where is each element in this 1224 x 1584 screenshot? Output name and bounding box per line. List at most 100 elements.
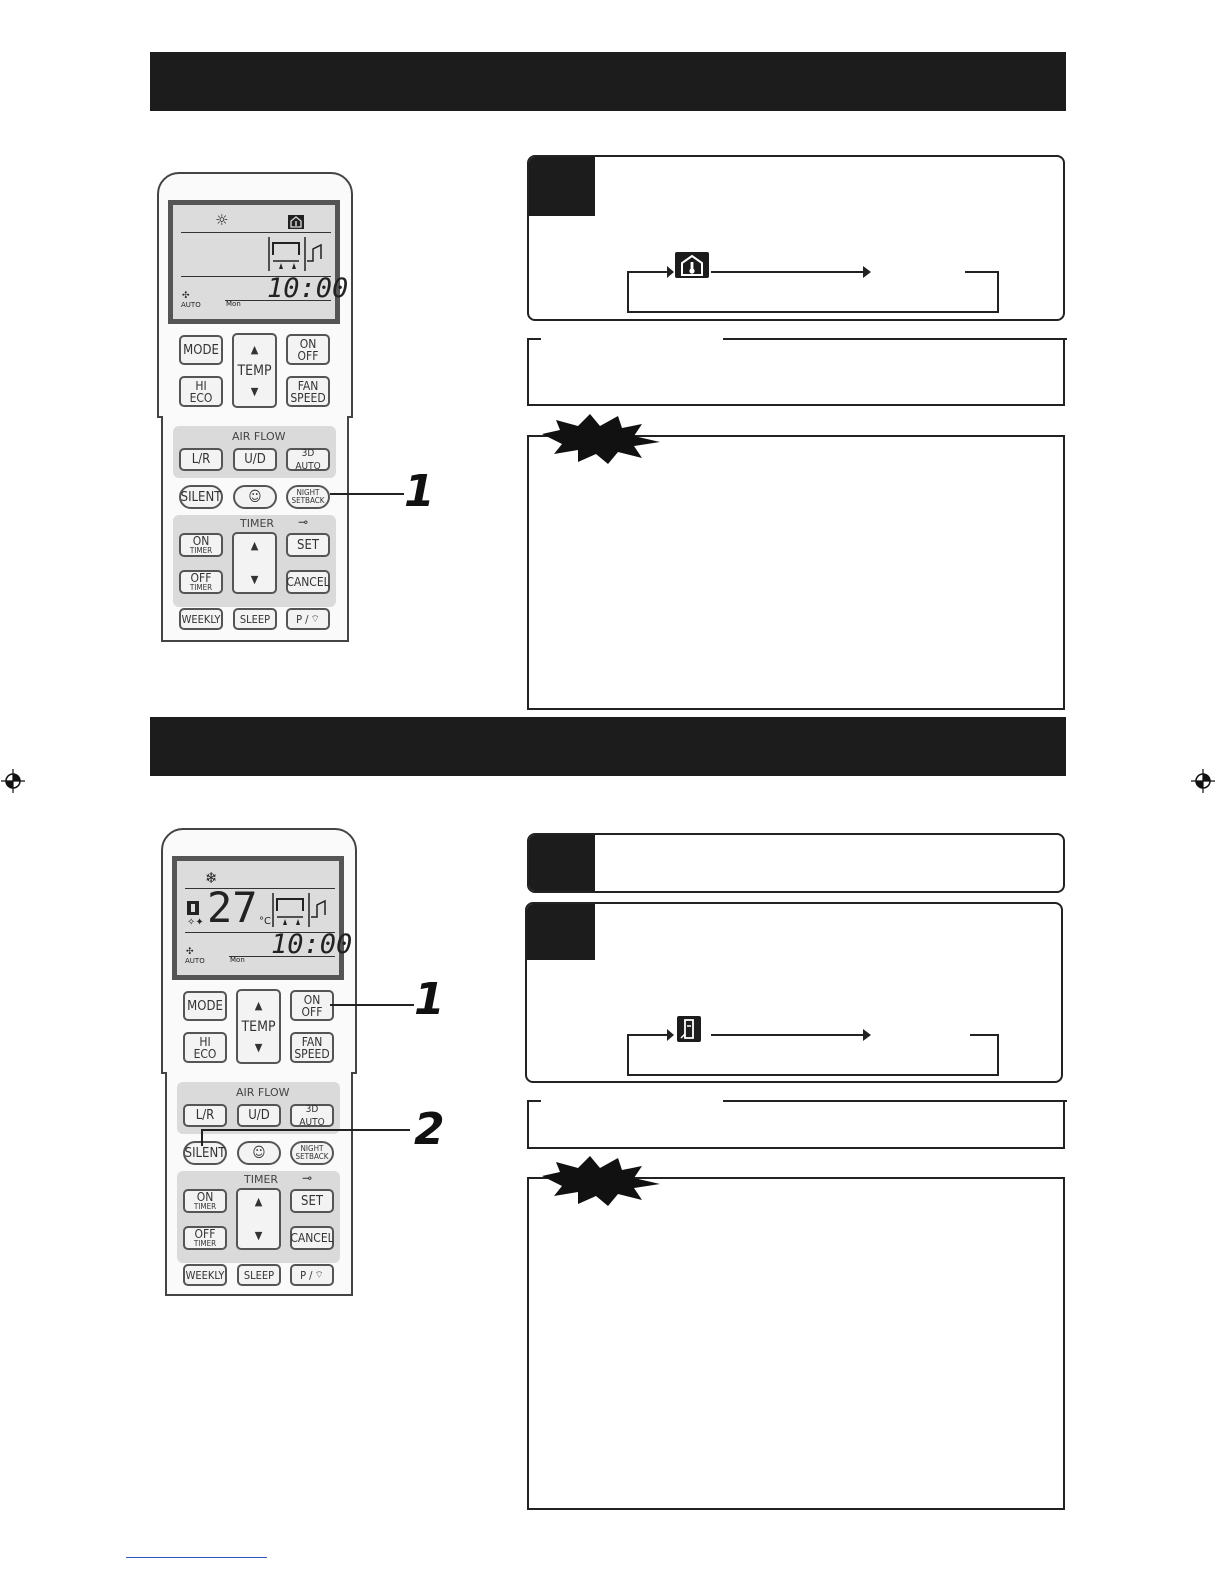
lcd-day-rule	[225, 300, 331, 301]
temp-up-icon[interactable]: ▲	[250, 342, 259, 356]
cycle-top-left	[627, 1034, 671, 1036]
note-box-2-left-tick	[527, 1100, 541, 1102]
lcd-temp-unit: °C	[259, 916, 271, 927]
key-icon: ⊸	[302, 1171, 313, 1185]
home-thermometer-icon	[288, 215, 304, 229]
snowflake-icon: ❄	[205, 869, 218, 887]
callout-1-leader	[330, 493, 404, 495]
lcd-time: 10:00	[271, 929, 353, 960]
callout-1-leader	[330, 1004, 414, 1006]
silent-button[interactable]: SILENT	[183, 1141, 227, 1165]
lr-button[interactable]: L/R	[183, 1104, 227, 1127]
weekly-button[interactable]: WEEKLY	[179, 608, 223, 630]
step-1-box	[527, 155, 1065, 321]
lcd-divider-top	[185, 888, 335, 889]
cycle-top-left	[627, 271, 671, 273]
lr-button[interactable]: L/R	[179, 448, 223, 471]
section-1-header-bar	[150, 52, 1066, 111]
temp-rocker[interactable]: ▲ TEMP ▼	[236, 989, 281, 1064]
cancel-button[interactable]: CANCEL	[290, 1226, 334, 1250]
lcd-display: ☼ 10:00 ✣ AUTO Mon	[168, 200, 348, 324]
powerful-button[interactable]: ☺	[237, 1141, 281, 1165]
note-box-1-left-tick	[527, 338, 541, 340]
ud-button[interactable]: U/D	[233, 448, 277, 471]
step-2-number-block	[527, 904, 595, 960]
sun-icon: ☼	[215, 211, 229, 229]
silent-button[interactable]: SILENT	[179, 485, 223, 509]
cycle-top-arrow-line	[711, 1034, 866, 1036]
powerful-button[interactable]: ☺	[233, 485, 277, 509]
cycle-top-right	[970, 1034, 999, 1036]
set-button[interactable]: SET	[290, 1189, 334, 1213]
3d-auto-button[interactable]: 3D AUTO	[290, 1104, 334, 1128]
lcd-temperature: 27	[207, 883, 258, 932]
callout-1: 1	[414, 974, 445, 1025]
p-signal-button[interactable]: P /⌔	[290, 1264, 334, 1286]
key-icon: ⊸	[298, 515, 309, 529]
timer-rocker[interactable]: ▲▼	[236, 1188, 281, 1250]
registration-mark-icon	[1191, 769, 1215, 793]
cancel-button[interactable]: CANCEL	[286, 570, 330, 594]
cycle-top-arrow-line	[711, 271, 866, 273]
sleep-button[interactable]: SLEEP	[237, 1264, 281, 1286]
cycle-arrow-left-head	[667, 266, 674, 278]
step-1-box	[527, 833, 1065, 893]
lcd-day: Mon	[230, 956, 245, 964]
lcd-day: Mon	[226, 300, 241, 308]
temp-down-icon[interactable]: ▼	[254, 1040, 263, 1054]
timer-up-icon[interactable]: ▲	[250, 539, 259, 552]
registration-mark-icon	[1, 769, 25, 793]
set-button[interactable]: SET	[286, 533, 330, 557]
note-box-1	[527, 338, 1067, 406]
mode-button[interactable]: MODE	[183, 991, 227, 1021]
ud-button[interactable]: U/D	[237, 1104, 281, 1127]
p-signal-button[interactable]: P /⌔	[286, 608, 330, 630]
mode-button[interactable]: MODE	[179, 335, 223, 365]
lcd-day-rule	[229, 956, 335, 957]
timer-rocker[interactable]: ▲▼	[232, 532, 277, 594]
callout-2: 2	[414, 1104, 445, 1155]
cycle-arrow-left-head	[667, 1029, 674, 1041]
silent-person-icon	[187, 901, 199, 915]
signal-icon: ⌔	[310, 613, 320, 625]
note-box-2	[527, 1100, 1067, 1149]
lcd-divider-bottom	[185, 932, 335, 933]
timer-down-icon[interactable]: ▼	[254, 1229, 263, 1242]
note-box-1-top-rule	[723, 338, 1067, 340]
cycle-arrow-right-head	[863, 266, 871, 278]
air-flow-label: AIR FLOW	[232, 430, 286, 443]
timer-down-icon[interactable]: ▼	[250, 573, 259, 586]
section-2-header-bar	[150, 717, 1066, 776]
step-1-number-block	[529, 157, 595, 216]
louver-icon	[268, 237, 322, 271]
starburst-badge-1	[542, 414, 660, 464]
temp-up-icon[interactable]: ▲	[254, 998, 263, 1012]
face-icon: ☺	[248, 488, 262, 505]
sparkle-icon: ✧✦	[187, 917, 204, 928]
sleep-button[interactable]: SLEEP	[233, 608, 277, 630]
signal-icon: ⌔	[314, 1269, 324, 1281]
timer-up-icon[interactable]: ▲	[254, 1195, 263, 1208]
cycle-diagram	[627, 272, 999, 313]
louver-icon	[272, 893, 326, 927]
temp-rocker[interactable]: ▲ TEMP ▼	[232, 333, 277, 408]
fan-icon: ✣	[186, 947, 194, 957]
cycle-top-right	[965, 271, 999, 273]
info-box-2	[527, 1177, 1065, 1510]
weekly-button[interactable]: WEEKLY	[183, 1264, 227, 1286]
temp-down-icon[interactable]: ▼	[250, 384, 259, 398]
air-flow-label: AIR FLOW	[236, 1086, 290, 1099]
3d-auto-button[interactable]: 3D AUTO	[286, 448, 330, 472]
